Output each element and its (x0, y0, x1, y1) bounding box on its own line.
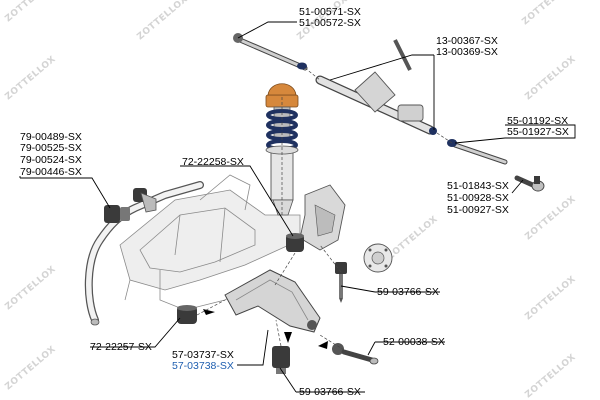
watermark-text: ZOTTELLOX (136, 0, 190, 42)
leader-lines (19, 21, 576, 393)
control-arm (224, 269, 321, 333)
part-number: 79-00525-SX (20, 142, 82, 154)
part-number: 79-00446-SX (20, 166, 82, 178)
ball-joint-bolt-upper (335, 262, 347, 303)
watermark-left: ZOTTELLOX ZOTTELLOX ZOTTELLOX ZOTTELLOX (4, 0, 58, 392)
part-number: 13-00369-SX (436, 46, 498, 58)
part-number: 51-01843-SX (447, 180, 509, 192)
part-number: 51-00571-SX (299, 6, 361, 18)
watermark-text: ZOTTELLOX (4, 54, 58, 102)
inner-tie-rod (447, 139, 508, 165)
stabilizer-bushing (104, 188, 157, 223)
part-number: 51-00927-SX (447, 204, 509, 216)
part-number: 52-00038-SX (383, 336, 445, 348)
watermark-text: ZOTTELLOX (521, 0, 575, 27)
part-number: 55-01927-SX (507, 126, 569, 138)
watermark-text: ZOTTELLOX (524, 194, 578, 242)
part-number: 51-00572-SX (299, 17, 361, 29)
wheel-hub (363, 243, 393, 273)
rear-bushing (286, 233, 304, 252)
part-number: 79-00524-SX (20, 154, 82, 166)
watermark-text: ZOTTELLOX (4, 344, 58, 392)
ball-joint-bolt-lower (272, 346, 290, 374)
tie-rod-top (233, 33, 308, 71)
watermark-text: ZOTTELLOX (524, 352, 578, 400)
outer-tie-rod-end (514, 175, 545, 192)
label-tie-rod-end-top: 51-00571-SX 51-00572-SX (299, 6, 361, 29)
part-number: 55-01192-SX (507, 115, 568, 127)
watermark-text: ZOTTELLOX (4, 264, 58, 312)
label-inner-tie-rod: 55-01192-SX 55-01927-SX (507, 115, 569, 138)
watermark-text: ZOTTELLOX (4, 0, 58, 24)
assembly-guides (196, 67, 453, 351)
label-front-bushing: 72-22257-SX (90, 341, 152, 353)
label-control-arm: 57-03737-SX 57-03738-SX (172, 349, 234, 372)
part-number: 51-00928-SX (447, 192, 509, 204)
part-number: 79-00489-SX (20, 131, 82, 143)
steering-rack (315, 39, 437, 135)
watermark-right: ZOTTELLOX ZOTTELLOX ZOTTELLOX ZOTTELLOX … (521, 0, 578, 400)
part-number: 59-03766-SX (299, 386, 361, 398)
ball-joint (332, 343, 379, 365)
label-rear-bushing: 72-22258-SX (182, 156, 244, 168)
part-number: 72-22258-SX (182, 156, 244, 168)
label-ball-joint-bolt: 59-03766-SX (377, 286, 439, 298)
label-steering-rack: 13-00367-SX 13-00369-SX (436, 35, 498, 58)
part-number: 57-03737-SX (172, 349, 234, 361)
label-stabilizer-bushing: 79-00489-SX 79-00525-SX 79-00524-SX 79-0… (20, 131, 82, 178)
part-number: 59-03766-SX (377, 286, 439, 298)
watermark-text: ZOTTELLOX (524, 54, 578, 102)
part-number: 13-00367-SX (436, 35, 498, 47)
watermark-text: ZOTTELLOX (524, 274, 578, 322)
front-bushing (177, 305, 197, 324)
subframe (119, 174, 301, 311)
label-outer-tie-rod-end: 51-01843-SX 51-00928-SX 51-00927-SX (447, 180, 509, 216)
part-number: 72-22257-SX (90, 341, 152, 353)
watermark-text: ZOTTELLOX (386, 214, 440, 262)
part-number-highlighted: 57-03738-SX (172, 360, 234, 372)
label-ball-joint: 52-00038-SX (383, 336, 445, 348)
label-ball-joint-bolt-lower: 59-03766-SX (299, 386, 361, 398)
knuckle (299, 184, 346, 251)
part-labels: 51-00571-SX 51-00572-SX 13-00367-SX 13-0… (20, 6, 569, 398)
